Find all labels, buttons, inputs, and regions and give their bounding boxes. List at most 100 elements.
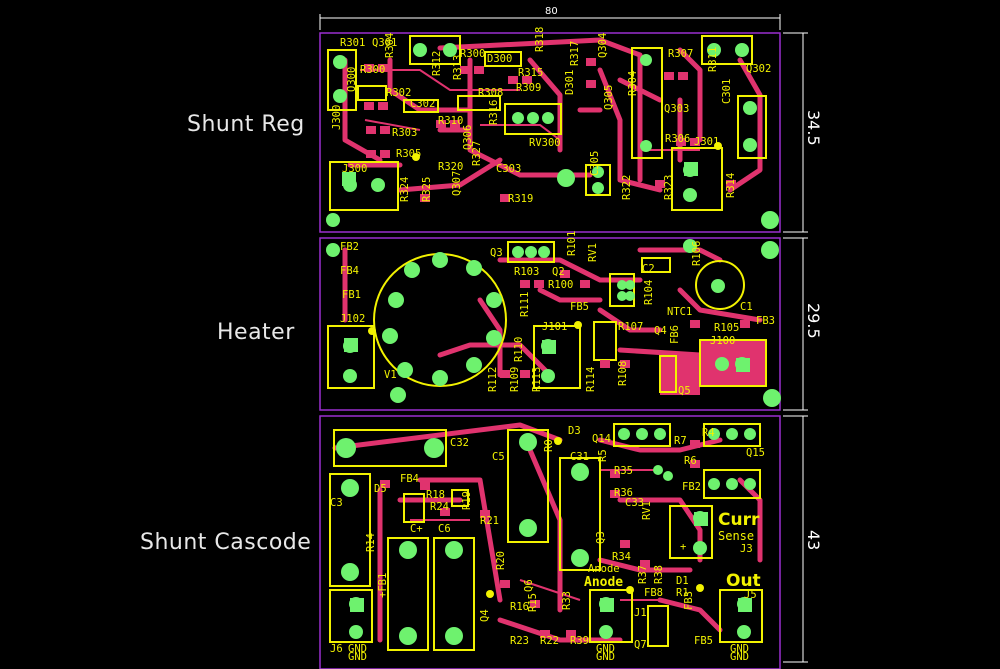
height-dimensions [783,32,808,663]
ref-label-q15: Q15 [746,447,765,459]
ref-label-r322: R322 [621,175,633,200]
ref-label-q14: Q14 [592,433,611,445]
ref-label-r324: R324 [399,177,411,202]
ref-label-fb3: FB3 [756,315,775,327]
ref-label-j6: J6 [330,643,343,655]
ref-label-q2: Q2 [552,266,565,278]
ref-label-ntc1: NTC1 [667,306,692,318]
ref-label-r314: R314 [725,173,737,198]
ref-label-fb1: FB1 [342,289,361,301]
ref-label-q300: Q300 [346,67,358,92]
square-pads [342,162,752,612]
ref-label-q4: Q4 [479,609,491,622]
ref-label-r312: R312 [431,51,443,76]
ref-label-r36: R36 [614,487,633,499]
board-heater [319,237,781,411]
ref-label-r15: R15 [527,593,539,612]
ref-label-fb2: FB2 [682,481,701,493]
ref-label-r14: R14 [365,533,377,552]
ref-label-r101: R101 [566,231,578,256]
ref-label-r302: R302 [386,87,411,99]
ref-label-r103: R103 [514,266,539,278]
ref-label-q3: Q3 [490,247,503,259]
ref-label-v1: V1 [384,369,397,381]
ref-label-r323: R323 [663,175,675,200]
ref-label-q5: Q5 [678,385,691,397]
ref-label-r306: R306 [665,133,690,145]
ref-label-r300: R300 [460,48,485,60]
smd-pads [364,58,750,638]
ref-label-fb4: FB4 [400,473,419,485]
ref-label-c-: C+ [410,523,423,535]
ref-label--fb1: +FB1 [377,573,389,598]
ref-label-r37: R37 [637,565,649,584]
ref-label-q7: Q7 [634,639,647,651]
anode-label: Anode [584,575,623,590]
ref-label-fb6: FB6 [669,325,681,344]
ref-label-r308: R308 [478,87,503,99]
ref-label-r301: R301 [340,37,365,49]
ref-label-c302: C302 [410,98,435,110]
ref-label-r5: R5 [597,449,609,462]
ref-label-rv1: RV1 [587,243,599,262]
dim-cascode: 43 [804,530,823,550]
ref-label-r320: R320 [438,161,463,173]
ref-label-r35: R35 [614,465,633,477]
ref-label-r23: R23 [510,635,529,647]
ref-label-r315: R315 [518,67,543,79]
ref-label-r112: R112 [487,367,499,392]
ref-label-c6: C6 [438,523,451,535]
ref-label-q304: Q304 [597,33,609,58]
ref-label-r304: R304 [384,33,396,58]
board-cascode [319,415,781,669]
ref-label-q303: Q303 [664,103,689,115]
ref-label-r19: R19 [461,491,473,510]
ref-label-rv300: RV300 [529,137,561,149]
ref-label-r16: R16 [510,601,529,613]
gnd-label-1: GND [348,643,367,655]
ref-label-r310: R310 [438,115,463,127]
ref-label-q306: Q306 [462,125,474,150]
ref-label-r21: R21 [480,515,499,527]
ref-label-r327: R327 [471,141,483,166]
section-label-shunt-reg: Shunt Reg [187,112,305,137]
ref-label-gnd: GND [596,651,615,663]
gnd-label-3: GND [730,643,749,655]
ref-label-r300: R300 [360,64,385,76]
ref-label-r303: R303 [392,127,417,139]
ref-label-rv1: RV1 [641,501,653,520]
section-label-heater: Heater [217,320,295,345]
ref-label-j1: J1 [634,607,647,619]
ref-label-d3: D3 [568,425,581,437]
ref-label-d300: D300 [487,53,512,65]
ref-label-fb5: FB5 [570,301,589,313]
sense-label: Sense [718,529,754,543]
ref-label-r24: R24 [430,501,449,513]
ref-label-r6: R6 [684,455,697,467]
ref-label-d5: D5 [374,483,387,495]
ref-label-q307: Q307 [451,171,463,196]
dim-shunt-reg: 34.5 [804,110,823,146]
curr-sense-label: Curr [718,510,760,530]
ref-label-q6: Q6 [523,579,535,592]
ref-label-q4: Q4 [654,325,667,337]
ref-label-q305: Q305 [603,85,615,110]
ref-label-r111: R111 [519,292,531,317]
ref-label-c301: C301 [721,79,733,104]
ref-label-r4: R4 [702,427,715,439]
ref-label-r311: R311 [707,47,719,72]
ref-label-r1: R1 [676,587,689,599]
ref-label-r304: R304 [627,71,639,96]
ref-label-j100: J100 [710,335,735,347]
ref-label-j301: J301 [694,136,719,148]
ref-label-r313: R313 [452,55,464,80]
ref-label-r114: R114 [585,367,597,392]
heater-tube-socket [373,253,507,387]
ref-label-fb2: FB2 [340,241,359,253]
ref-label-c32: C32 [450,437,469,449]
ref-label-r110: R110 [513,337,525,362]
ref-label-r109: R109 [509,367,521,392]
ref-label-r20: R20 [495,551,507,570]
